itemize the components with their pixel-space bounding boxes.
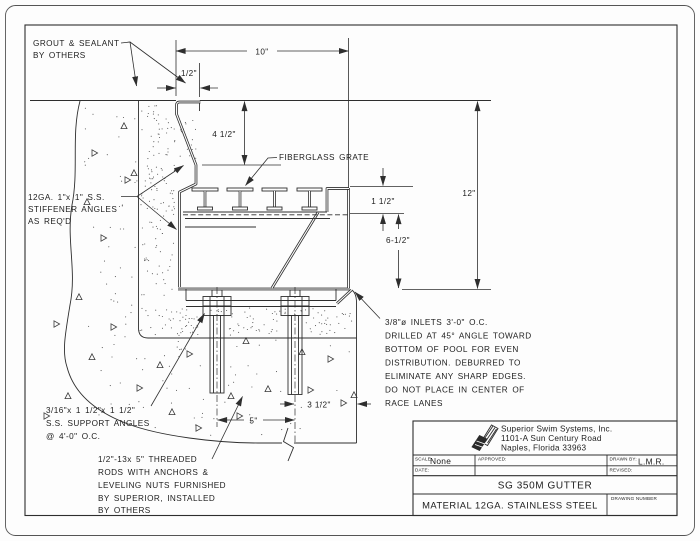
- note-fiberglass-grate: FIBERGLASS GRATE: [279, 153, 369, 162]
- material-spec: MATERIAL 12GA. STAINLESS STEEL: [422, 500, 598, 511]
- gutter-shell: [175, 100, 353, 305]
- drawing-title: SG 350M GUTTER: [498, 481, 593, 492]
- fiberglass-grate: [191, 187, 323, 211]
- grate-tee-4: [296, 187, 323, 211]
- note-support-line3: @ 4'-0" O.C.: [46, 432, 100, 441]
- note-grout-line2: BY OTHERS: [33, 51, 86, 60]
- revised-label: REVISED:: [610, 468, 633, 473]
- drawn-by-value: L.M.R.: [638, 457, 664, 467]
- note-inlets-line6: DO NOT PLACE IN CENTER OF: [385, 386, 525, 395]
- annotations: GROUT & SEALANT BY OTHERS FIBERGLASS GRA…: [28, 39, 532, 515]
- scale-value: None: [430, 456, 451, 466]
- note-stiffener-line2: STIFFENER ANGLES: [28, 205, 117, 214]
- approved-label: APPROVED:: [478, 457, 507, 462]
- drawing-number-label: DRAWING NUMBER: [611, 496, 657, 501]
- leader-lines: [120, 41, 381, 460]
- dimensions: 10" 1/2" 4 1/2" 12" 1 1/2" 6-1/2" 5" 3 1…: [157, 38, 491, 426]
- title-block: Superior Swim Systems, Inc. 1101-A Sun C…: [412, 420, 678, 517]
- dim-lip-offset: 1/2": [181, 69, 197, 78]
- dim-gutter-width: 10": [255, 48, 268, 57]
- note-rods-line5: BY OTHERS: [98, 506, 151, 515]
- dim-rod-spacing: 5": [249, 417, 257, 426]
- note-inlets-line2: DRILLED AT 45° ANGLE TOWARD: [385, 332, 532, 341]
- date-label: DATE:: [415, 468, 429, 473]
- note-inlets-line5: ELIMINATE ANY SHARP EDGES.: [385, 372, 526, 381]
- note-support-line1: 3/16"x 1 1/2"x 1 1/2": [46, 406, 135, 415]
- company-address1: 1101-A Sun Century Road: [501, 434, 602, 443]
- dim-overall-depth: 12": [462, 189, 475, 198]
- note-stiffener-line3: AS REQ'D: [28, 217, 72, 226]
- sheet-border: [5, 5, 695, 536]
- threaded-rod-2: [280, 287, 310, 442]
- company-address2: Naples, Florida 33963: [501, 444, 587, 453]
- note-inlets-line4: DISTRIBUTION. DEBURRED TO: [385, 359, 521, 368]
- dim-rod-edge-offset: 3 1/2": [307, 401, 331, 410]
- dim-lip-depth: 4 1/2": [212, 130, 236, 139]
- anchor-assembly: [185, 287, 337, 442]
- note-inlets-line3: BOTTOM OF POOL FOR EVEN: [385, 345, 519, 354]
- note-inlets-line7: RACE LANES: [385, 399, 443, 408]
- dim-body-depth: 6-1/2": [386, 236, 410, 245]
- note-support-line2: S.S. SUPPORT ANGLES: [46, 419, 150, 428]
- drawn-by-label: DRAWN BY:: [610, 457, 637, 462]
- grate-tee-2: [226, 187, 254, 211]
- scale-label: SCALE:: [415, 457, 433, 462]
- grate-tee-1: [191, 187, 219, 211]
- company-name: Superior Swim Systems, Inc.: [501, 425, 612, 434]
- note-rods-line1: 1/2"-13x 5" THREADED: [98, 455, 197, 464]
- company-logo: [471, 424, 499, 452]
- aggregate-symbols: [43, 121, 358, 432]
- note-grout-line1: GROUT & SEALANT: [33, 39, 120, 48]
- threaded-rod-1: [202, 287, 232, 427]
- grate-tee-3: [261, 187, 288, 211]
- note-rods-line2: RODS WITH ANCHORS &: [98, 468, 208, 477]
- note-stiffener-line1: 12GA. 1"x 1" S.S.: [28, 193, 105, 202]
- note-rods-line3: LEVELING NUTS FURNISHED: [98, 481, 226, 490]
- note-rods-line4: BY SUPERIOR, INSTALLED: [98, 494, 215, 503]
- dim-grate-thickness: 1 1/2": [371, 197, 395, 206]
- note-inlets-line1: 3/8"ø INLETS 3'-0" O.C.: [385, 318, 488, 327]
